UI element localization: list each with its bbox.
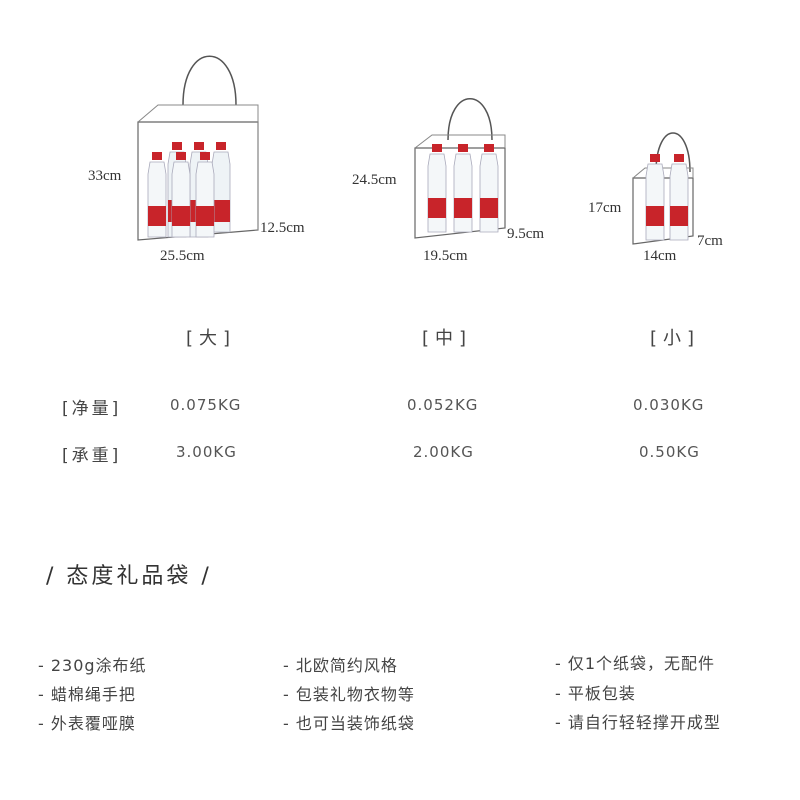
medium-bag-height: 24.5cm: [352, 172, 397, 188]
feature-item: - 请自行轻轻撑开成型: [555, 713, 721, 732]
large-bag-width: 25.5cm: [160, 248, 205, 264]
feature-item: - 蜡棉绳手把: [38, 685, 136, 704]
large-bag-bottles: [147, 142, 231, 238]
medium-bag: [414, 98, 506, 239]
size-small-label: [小]: [650, 328, 701, 349]
size-medium-label: [中]: [422, 328, 473, 349]
large-bag-depth: 12.5cm: [260, 220, 305, 236]
size-large-label: [大]: [186, 328, 237, 349]
load-medium: 2.00KG: [413, 443, 474, 461]
feature-item: - 外表覆哑膜: [38, 714, 136, 733]
net-weight-small: 0.030KG: [633, 396, 705, 414]
large-bag-height: 33cm: [88, 168, 122, 184]
load-label: [承重]: [62, 446, 122, 466]
small-bag-bottles: [645, 154, 689, 241]
medium-bag-width: 19.5cm: [423, 248, 468, 264]
small-bag-height: 17cm: [588, 200, 622, 216]
net-weight-large: 0.075KG: [170, 396, 242, 414]
feature-item: - 仅1个纸袋，无配件: [555, 654, 716, 673]
net-weight-medium: 0.052KG: [407, 396, 479, 414]
net-weight-label: [净量]: [62, 399, 122, 419]
medium-bag-depth: 9.5cm: [507, 226, 545, 242]
small-bag-depth: 7cm: [697, 233, 723, 249]
load-large: 3.00KG: [176, 443, 237, 461]
section-title: / 态度礼品袋 /: [46, 564, 212, 589]
feature-item: - 也可当装饰纸袋: [283, 714, 415, 733]
feature-item: - 230g涂布纸: [38, 656, 147, 675]
feature-item: - 平板包装: [555, 684, 636, 703]
small-bag-width: 14cm: [643, 248, 677, 264]
load-small: 0.50KG: [639, 443, 700, 461]
large-bag: [137, 55, 259, 241]
medium-bag-bottles: [427, 144, 499, 233]
feature-item: - 包装礼物衣物等: [283, 685, 415, 704]
feature-item: - 北欧简约风格: [283, 656, 398, 675]
